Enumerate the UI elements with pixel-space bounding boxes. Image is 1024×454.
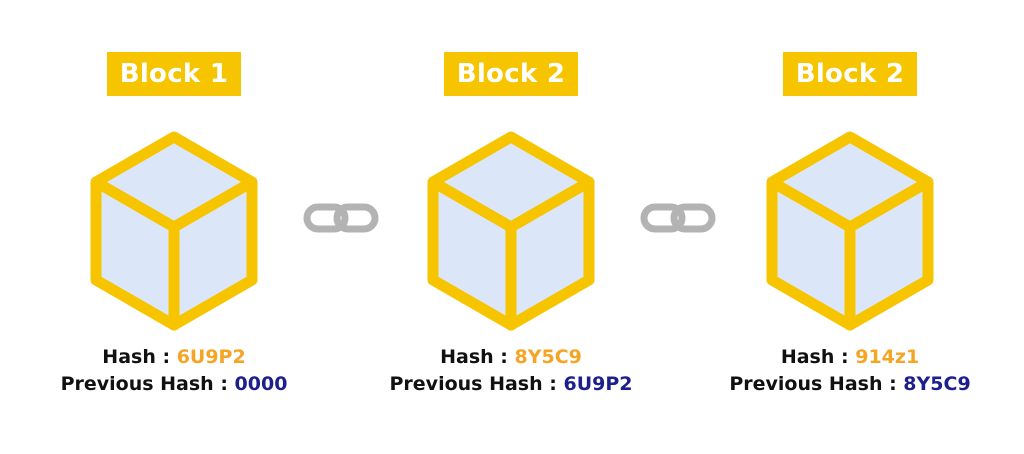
- previous-hash-row: Previous Hash : 6U9P2: [361, 373, 661, 395]
- chain-link-icon: [640, 203, 716, 233]
- previous-hash-row: Previous Hash : 0000: [24, 373, 324, 395]
- previous-hash-label: Previous Hash :: [389, 373, 564, 395]
- block-label: Block 1: [107, 52, 241, 96]
- previous-hash-value: 8Y5C9: [903, 373, 971, 395]
- hash-value: 8Y5C9: [514, 346, 582, 368]
- previous-hash-value: 0000: [234, 373, 288, 395]
- hash-row: Hash : 8Y5C9: [361, 346, 661, 368]
- block-3: Block 2 Hash : 914z1 Previous Hash : 8Y5…: [700, 0, 1000, 454]
- hash-value: 6U9P2: [176, 346, 246, 368]
- previous-hash-row: Previous Hash : 8Y5C9: [700, 373, 1000, 395]
- previous-hash-label: Previous Hash :: [729, 373, 904, 395]
- cube-icon: [427, 131, 595, 331]
- block-2: Block 2 Hash : 8Y5C9 Previous Hash : 6U9…: [361, 0, 661, 454]
- chain-link-icon: [303, 203, 379, 233]
- previous-hash-value: 6U9P2: [563, 373, 633, 395]
- cube-icon: [90, 131, 258, 331]
- block-1: Block 1 Hash : 6U9P2 Previous Hash : 000…: [24, 0, 324, 454]
- hash-row: Hash : 6U9P2: [24, 346, 324, 368]
- hash-label: Hash :: [440, 346, 515, 368]
- hash-label: Hash :: [102, 346, 177, 368]
- block-label: Block 2: [444, 52, 578, 96]
- previous-hash-label: Previous Hash :: [60, 373, 235, 395]
- hash-value: 914z1: [855, 346, 920, 368]
- hash-label: Hash :: [780, 346, 856, 368]
- cube-icon: [766, 131, 934, 331]
- block-label: Block 2: [783, 52, 917, 96]
- hash-row: Hash : 914z1: [700, 346, 1000, 368]
